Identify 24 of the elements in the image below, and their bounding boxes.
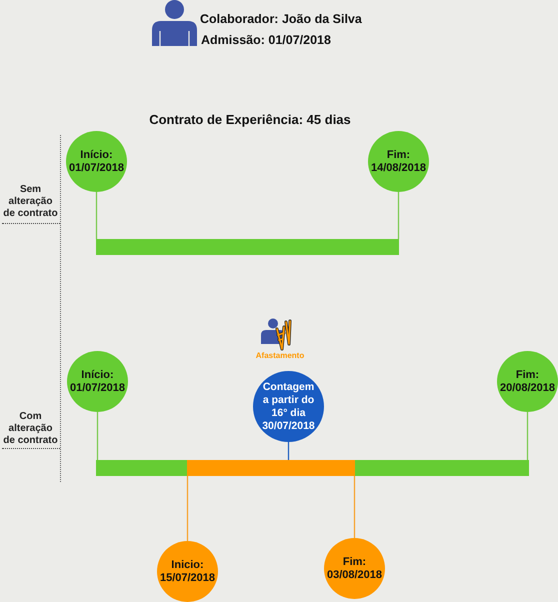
start-date-circle: Início: 01/07/2018: [67, 351, 128, 412]
leave-period-segment: [187, 460, 355, 476]
leader-line: [526, 412, 528, 460]
admission-date: Admissão: 01/07/2018: [201, 33, 332, 47]
leave-label: Afastamento: [254, 351, 306, 360]
end-date-circle: Fim: 20/08/2018: [497, 351, 558, 412]
employee-name: Colaborador: João da Silva: [200, 12, 363, 26]
contract-segment: [96, 460, 187, 476]
leader-line: [354, 476, 356, 538]
leader-line: [96, 192, 98, 239]
leave-end-circle: Fim: 03/08/2018: [324, 538, 385, 599]
count-start-circle: Contagem a partir do 16° dia 30/07/2018: [253, 371, 324, 442]
title: Contrato de Experiência: 45 dias: [148, 112, 352, 127]
leave-start-circle: Inicio: 15/07/2018: [157, 541, 218, 602]
leader-line: [288, 442, 290, 460]
leader-line: [96, 412, 98, 460]
row-label: Sem alteração de contrato: [2, 184, 59, 220]
end-date-circle: Fim: 14/08/2018: [368, 131, 429, 192]
leader-line: [398, 192, 400, 239]
contract-bar: [96, 239, 399, 255]
leader-line: [186, 476, 188, 541]
row-label: Com alteração de contrato: [2, 411, 59, 447]
contract-segment: [355, 460, 529, 476]
start-date-circle: Início: 01/07/2018: [66, 131, 127, 192]
